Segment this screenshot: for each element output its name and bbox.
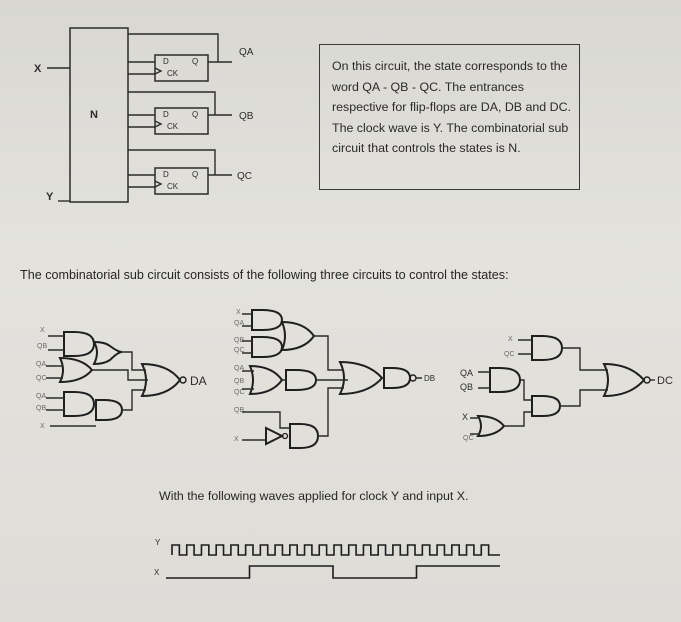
ff-c-ck-label: CK	[167, 182, 179, 191]
and-gate-icon	[63, 391, 96, 417]
da-output-label: DA	[190, 374, 207, 388]
da-input-qa2: QA	[36, 393, 46, 400]
block-diagram: N X Y D Q CK QA D Q C	[34, 27, 254, 203]
and-gate-icon	[251, 336, 284, 358]
and-gate-icon	[489, 367, 522, 393]
or-gate-icon	[602, 362, 646, 398]
db-input-qc2: QC	[234, 389, 245, 396]
or-gate-icon	[248, 364, 284, 396]
and-gate-icon	[383, 367, 412, 389]
not-gate-icon	[265, 426, 285, 446]
wave-y-label: Y	[155, 538, 161, 547]
db-input-qb3: QB	[234, 407, 244, 414]
clock-wave-y	[171, 544, 500, 556]
db-input-x: X	[236, 309, 241, 316]
db-output-label: DB	[424, 374, 435, 383]
flip-flop-a: D Q CK QA	[128, 33, 254, 82]
and-gate-icon	[251, 309, 284, 331]
da-input-qc1: QC	[36, 375, 47, 382]
and-gate-icon	[289, 423, 320, 449]
ff-b-q-label: Q	[192, 110, 198, 119]
input-wave-x	[166, 565, 500, 579]
waves-intro-text: With the following waves applied for clo…	[159, 489, 469, 503]
dc-input-x: X	[508, 336, 513, 343]
ff-c-d-label: D	[163, 170, 169, 179]
dc-input-qb: QB	[460, 382, 473, 392]
and-gate-icon	[531, 335, 564, 361]
and-gate-icon	[531, 395, 562, 417]
db-input-qb2: QB	[234, 378, 244, 385]
db-input-qa2: QA	[234, 365, 244, 372]
dc-input-qa: QA	[460, 368, 473, 378]
or-gate-icon	[280, 320, 316, 352]
and-gate-icon	[285, 369, 318, 391]
description-text: On this circuit, the state corresponds t…	[332, 59, 571, 155]
output-qb-label: QB	[239, 111, 254, 122]
input-x-label: X	[34, 63, 42, 75]
output-qc-label: QC	[237, 171, 252, 182]
db-input-qa: QA	[234, 320, 244, 327]
dc-output-label: DC	[657, 375, 673, 387]
da-input-x1: X	[40, 327, 45, 334]
waveforms: Y X	[154, 538, 500, 579]
or-gate-icon	[92, 340, 123, 366]
circuit-da: X QB QA QC QA QB X DA	[36, 327, 207, 430]
da-input-qa1: QA	[36, 361, 46, 368]
ff-b-ck-label: CK	[167, 122, 179, 131]
combinational-block-n	[69, 27, 129, 203]
wave-x-label: X	[154, 568, 160, 577]
flip-flop-c: D Q CK QC	[128, 149, 252, 195]
circuit-db: X QA QB QC QA QB QC QB X DB	[234, 309, 435, 449]
circuit-dc: X QC QA QB X QC DC	[460, 335, 673, 442]
da-input-qb2: QB	[36, 405, 46, 412]
description-box	[319, 44, 580, 190]
da-input-qb1: QB	[37, 343, 47, 350]
and-gate-icon	[95, 399, 124, 421]
or-gate-icon	[476, 414, 506, 438]
da-input-x2: X	[40, 423, 45, 430]
ff-c-q-label: Q	[192, 170, 198, 179]
ff-a-ck-label: CK	[167, 69, 179, 78]
ff-a-d-label: D	[163, 57, 169, 66]
dc-input-x2: X	[462, 412, 468, 422]
db-input-qc: QC	[234, 347, 245, 354]
or-gate-icon	[338, 360, 384, 396]
flip-flop-b: D Q CK QB	[128, 91, 254, 135]
block-label-n: N	[90, 109, 98, 121]
db-input-qb: QB	[234, 337, 244, 344]
circuits-intro-text: The combinatorial sub circuit consists o…	[20, 268, 509, 282]
db-input-x2: X	[234, 436, 239, 443]
ff-b-d-label: D	[163, 110, 169, 119]
input-y-label: Y	[46, 191, 54, 203]
dc-input-qc: QC	[504, 351, 515, 358]
output-qa-label: QA	[239, 47, 254, 58]
and-gate-icon	[63, 331, 96, 357]
ff-a-q-label: Q	[192, 57, 198, 66]
or-gate-icon	[58, 356, 94, 384]
dc-input-qc2: QC	[463, 435, 474, 442]
